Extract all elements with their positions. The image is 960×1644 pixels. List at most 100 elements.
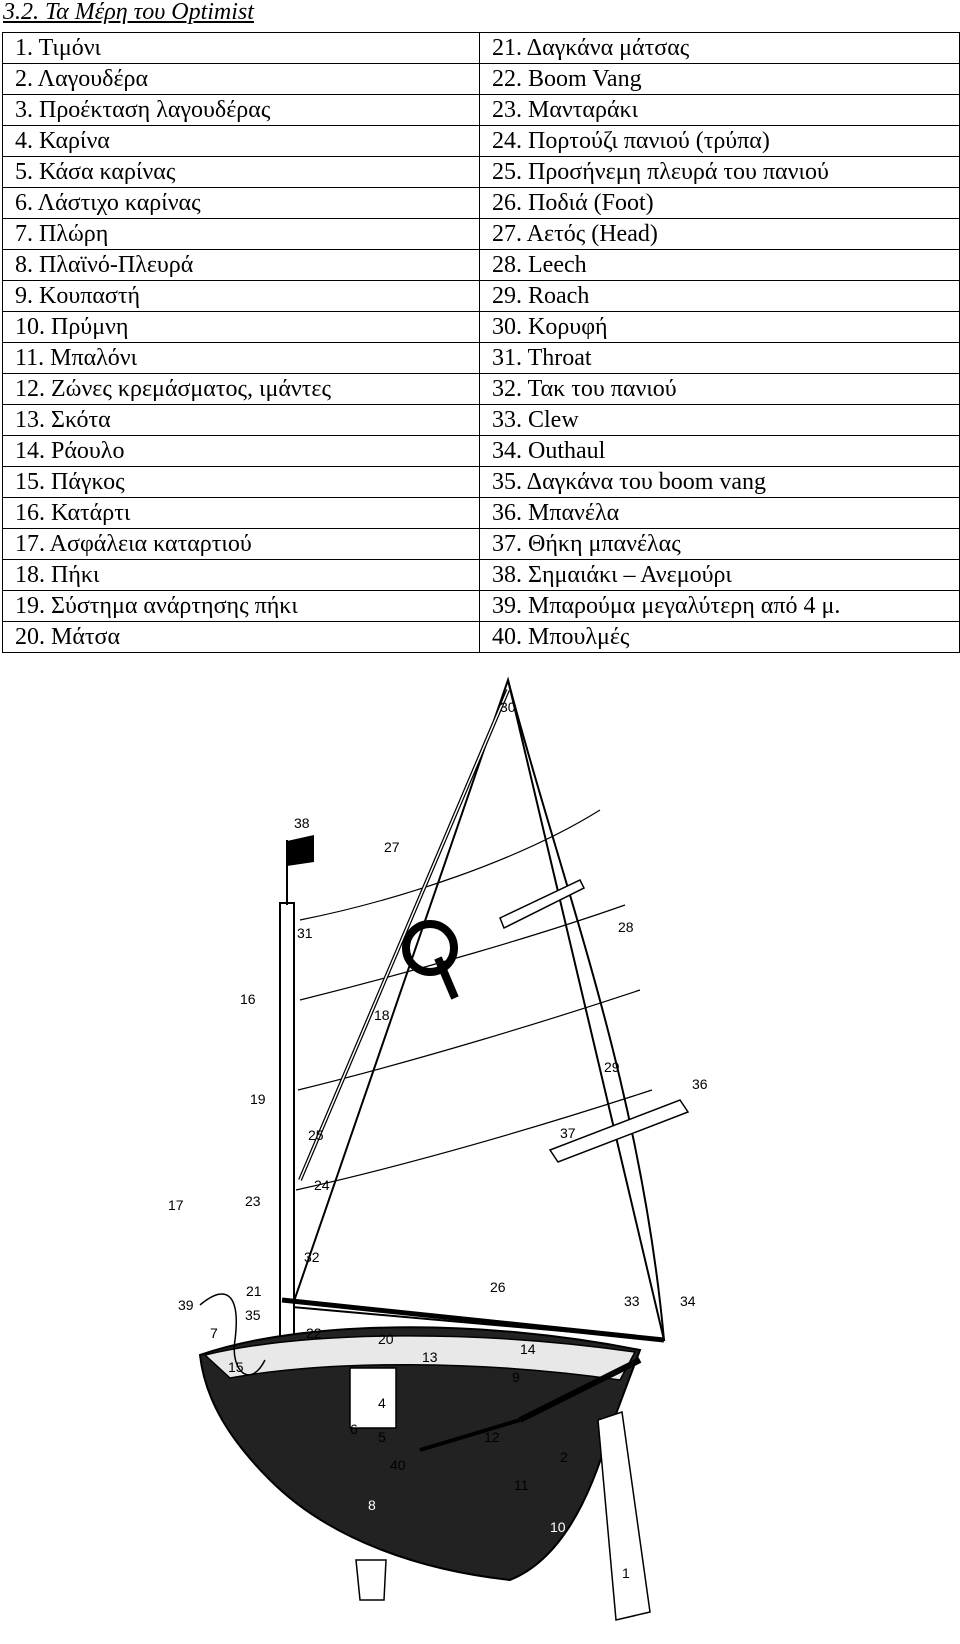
sail-insignia-tail (434, 956, 459, 1000)
part-right-cell: 35. Δαγκάνα του boom vang (479, 466, 960, 498)
callout-24: 24 (314, 1177, 330, 1193)
callout-7: 7 (210, 1325, 218, 1341)
part-right-cell: 26. Ποδιά (Foot) (479, 187, 960, 219)
sail-leech (507, 679, 665, 1341)
callout-35: 35 (245, 1307, 261, 1323)
callout-31: 31 (297, 925, 313, 941)
callout-21: 21 (246, 1283, 262, 1299)
sail-insignia-ring (402, 920, 458, 976)
part-right-cell: 25. Προσήνεμη πλευρά του πανιού (479, 156, 960, 188)
callout-4: 4 (378, 1395, 386, 1411)
part-right-cell: 40. Μπουλμές (479, 621, 960, 653)
callout-18: 18 (374, 1007, 390, 1023)
centerboard (355, 1559, 387, 1601)
part-left-cell: 9. Κουπαστή (2, 280, 480, 312)
sail-seam (295, 1089, 653, 1191)
part-left-cell: 3. Προέκταση λαγουδέρας (2, 94, 480, 126)
callout-labels: 30 38 27 31 28 16 18 29 36 19 25 37 24 2… (168, 699, 708, 1581)
part-right-cell: 34. Outhaul (479, 435, 960, 467)
part-right-cell: 36. Μπανέλα (479, 497, 960, 529)
sail-seam (297, 989, 641, 1091)
part-left-cell: 6. Λάστιχο καρίνας (2, 187, 480, 219)
part-left-cell: 10. Πρύμνη (2, 311, 480, 343)
part-right-cell: 21. Δαγκάνα μάτσας (479, 32, 960, 64)
callout-26: 26 (490, 1279, 506, 1295)
part-left-cell: 17. Ασφάλεια καταρτιού (2, 528, 480, 560)
mast (279, 902, 295, 1366)
part-left-cell: 14. Ράουλο (2, 435, 480, 467)
section-heading: 3.2. Τα Μέρη του Optimist (3, 0, 254, 25)
part-left-cell: 2. Λαγουδέρα (2, 63, 480, 95)
part-left-cell: 8. Πλαϊνό-Πλευρά (2, 249, 480, 281)
callout-12: 12 (484, 1429, 500, 1445)
part-right-cell: 31. Throat (479, 342, 960, 374)
tiller (518, 1357, 642, 1423)
sprit-inner (299, 689, 509, 1181)
part-right-cell: 28. Leech (479, 249, 960, 281)
centerboard-case (349, 1367, 397, 1429)
callout-30: 30 (500, 699, 516, 715)
part-right-cell: 24. Πορτούζι πανιού (τρύπα) (479, 125, 960, 157)
callout-22: 22 (306, 1325, 322, 1341)
callout-16: 16 (240, 991, 256, 1007)
part-left-cell: 7. Πλώρη (2, 218, 480, 250)
callout-29: 29 (604, 1059, 620, 1075)
part-right-cell: 37. Θήκη μπανέλας (479, 528, 960, 560)
part-left-cell: 1. Τιμόνι (2, 32, 480, 64)
callout-10: 10 (550, 1519, 566, 1535)
part-left-cell: 15. Πάγκος (2, 466, 480, 498)
part-right-cell: 27. Αετός (Head) (479, 218, 960, 250)
boom (281, 1297, 665, 1343)
batten (548, 1099, 690, 1163)
optimist-diagram: 30 38 27 31 28 16 18 29 36 19 25 37 24 2… (168, 676, 708, 1621)
part-right-cell: 29. Roach (479, 280, 960, 312)
callout-5: 5 (378, 1429, 386, 1445)
part-left-cell: 16. Κατάρτι (2, 497, 480, 529)
callout-6: 6 (350, 1421, 358, 1437)
callout-39: 39 (178, 1297, 194, 1313)
part-right-cell: 32. Τακ του πανιού (479, 373, 960, 405)
part-right-cell: 39. Μπαρούμα μεγαλύτερη από 4 μ. (479, 590, 960, 622)
part-left-cell: 4. Καρίνα (2, 125, 480, 157)
callout-15: 15 (228, 1359, 244, 1375)
part-left-cell: 19. Σύστημα ανάρτησης πήκι (2, 590, 480, 622)
part-right-cell: 33. Clew (479, 404, 960, 436)
part-left-cell: 11. Μπαλόνι (2, 342, 480, 374)
callout-1: 1 (622, 1565, 630, 1581)
rudder (597, 1411, 651, 1621)
callout-2: 2 (560, 1449, 568, 1465)
callout-13: 13 (422, 1349, 438, 1365)
burgee (287, 835, 314, 866)
callout-25: 25 (308, 1127, 324, 1143)
sail-seam (299, 809, 601, 921)
part-left-cell: 18. Πήκι (2, 559, 480, 591)
callout-38: 38 (294, 815, 310, 831)
part-left-cell: 13. Σκότα (2, 404, 480, 436)
callout-8: 8 (368, 1497, 376, 1513)
part-left-cell: 20. Μάτσα (2, 621, 480, 653)
callout-11: 11 (514, 1477, 529, 1493)
callout-20: 20 (378, 1331, 394, 1347)
callout-23: 23 (245, 1193, 261, 1209)
painter (199, 1293, 266, 1376)
callout-27: 27 (384, 839, 400, 855)
batten-pocket (499, 879, 586, 930)
callout-28: 28 (618, 919, 634, 935)
